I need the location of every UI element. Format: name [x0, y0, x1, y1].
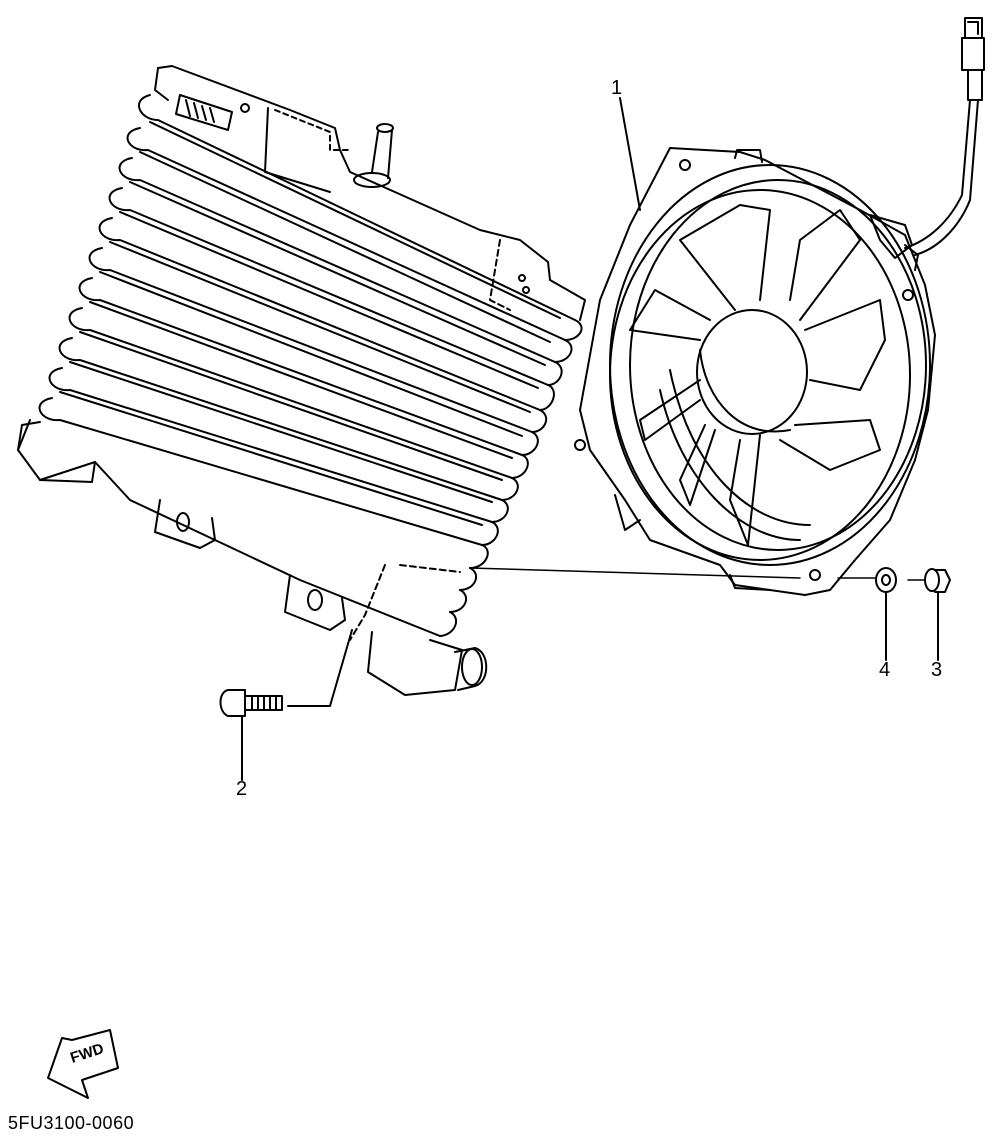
fwd-arrow-icon: [47, 1029, 119, 1099]
bolt-leader-line: [287, 629, 353, 707]
callout-2: 2: [236, 778, 248, 800]
fan-leader-line: [619, 97, 641, 211]
callout-1: 1: [611, 77, 623, 99]
washer-icon: [837, 567, 897, 661]
drawing-code: 5FU3100-0060: [8, 1113, 135, 1133]
mount-leader-line: [469, 567, 801, 579]
callout-3: 3: [931, 659, 943, 681]
bolt-icon: [219, 689, 283, 781]
nut-icon: [907, 568, 951, 661]
radiator-icon: [17, 65, 586, 696]
callout-4: 4: [879, 659, 891, 681]
fan-icon: [574, 147, 936, 596]
connector-icon: [904, 17, 985, 256]
